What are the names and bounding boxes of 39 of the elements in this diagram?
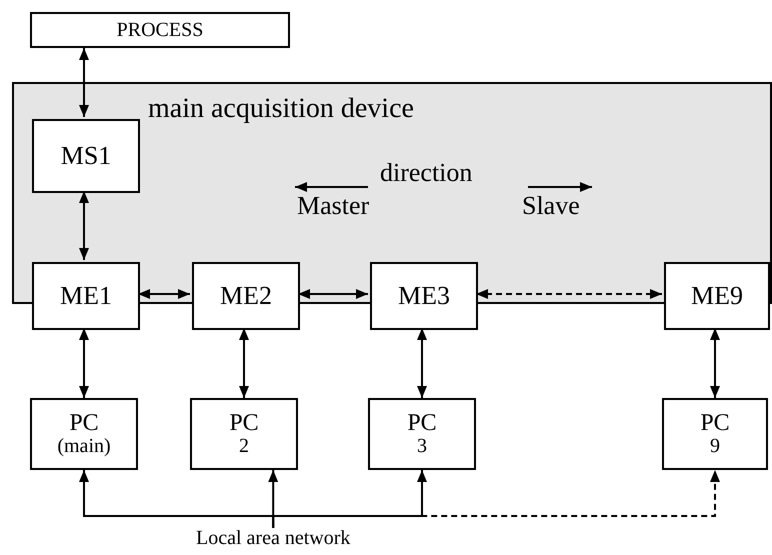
box-label: ME3	[398, 282, 450, 310]
box-label: PC	[229, 410, 259, 436]
double-arrow	[79, 328, 89, 398]
double-arrow	[79, 191, 89, 260]
double-arrow	[138, 289, 190, 299]
box-sublabel: (main)	[57, 436, 111, 458]
double-arrow	[417, 328, 427, 398]
box-label: PC	[69, 410, 99, 436]
double-arrow	[79, 48, 89, 117]
process-box	[664, 262, 770, 330]
panel-title: main acquisition device	[148, 94, 414, 124]
box-sublabel: 9	[710, 436, 720, 458]
double-arrow	[239, 328, 249, 398]
box-label: PC	[407, 410, 437, 436]
process-box	[370, 262, 478, 330]
process-box	[32, 119, 140, 193]
box-sublabel: 2	[239, 436, 249, 458]
end-label: Slave	[522, 193, 580, 219]
process-box	[192, 262, 300, 330]
process-box	[30, 398, 138, 470]
process-box	[32, 262, 140, 330]
direction-label: direction	[380, 160, 472, 186]
arrow	[272, 470, 720, 528]
box-label: ME2	[220, 282, 272, 310]
process-box	[30, 12, 290, 48]
end-label: Master	[297, 193, 370, 219]
double-arrow	[476, 289, 662, 299]
process-box	[368, 398, 476, 470]
box-label: ME9	[691, 282, 743, 310]
double-arrow	[298, 289, 368, 299]
box-label: ME1	[60, 282, 112, 310]
box-label: PC	[700, 410, 730, 436]
process-box	[190, 398, 298, 470]
box-label: MS1	[60, 142, 112, 170]
box-label: PROCESS	[116, 20, 204, 40]
process-box	[662, 398, 768, 470]
double-arrow	[710, 328, 720, 398]
network-label: Local area network	[196, 528, 350, 548]
box-sublabel: 3	[417, 436, 427, 458]
